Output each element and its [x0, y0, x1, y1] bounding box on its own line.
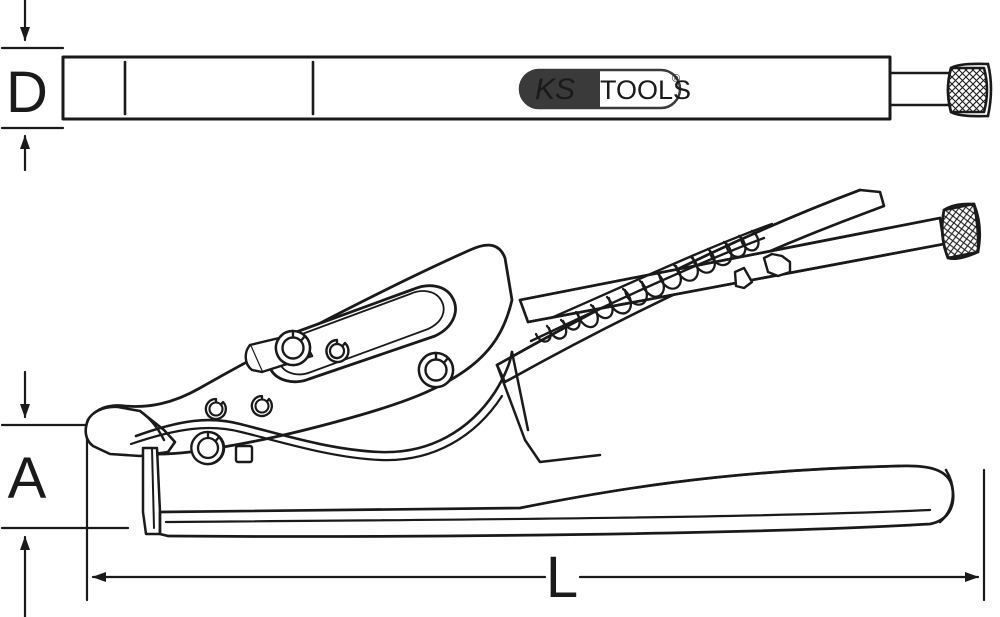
trigger-lever	[141, 446, 162, 536]
lower-handle	[158, 464, 955, 538]
dimension-label-d: D	[6, 60, 48, 125]
rivet-small-2	[250, 394, 273, 418]
pivot-hole-large-2	[417, 351, 455, 389]
logo-pill-outline	[518, 68, 682, 110]
logo-pill-light-half	[600, 70, 699, 108]
ks-tools-logo: KS TOOLS ®	[518, 68, 699, 110]
pivot-hole-large-1	[274, 329, 312, 367]
logo-registered-mark: ®	[672, 73, 680, 85]
knurled-nut-side	[940, 202, 982, 261]
dimension-l-group	[85, 436, 986, 602]
handle-gusset	[495, 350, 602, 464]
inner-contour	[129, 350, 514, 462]
rivet-small-1	[204, 397, 227, 421]
logo-text-tools: TOOLS	[600, 75, 691, 105]
jaw-nose-tip	[84, 405, 177, 458]
spring-envelope	[529, 222, 774, 343]
top-view-bar	[61, 55, 952, 121]
pivot-hole-lower	[190, 430, 226, 466]
dimension-label-a: A	[8, 446, 47, 511]
square-marking	[234, 444, 254, 464]
threaded-rod	[518, 216, 946, 324]
pivot-hole-small-center	[325, 338, 350, 364]
top-view-shaft	[888, 71, 952, 107]
knurled-cap-top	[946, 62, 993, 118]
handle-tip	[938, 468, 954, 524]
dimension-label-l: L	[546, 545, 578, 610]
spring-collar	[733, 252, 792, 290]
logo-text-ks: KS	[535, 73, 575, 106]
dimension-d-group	[0, 0, 65, 172]
